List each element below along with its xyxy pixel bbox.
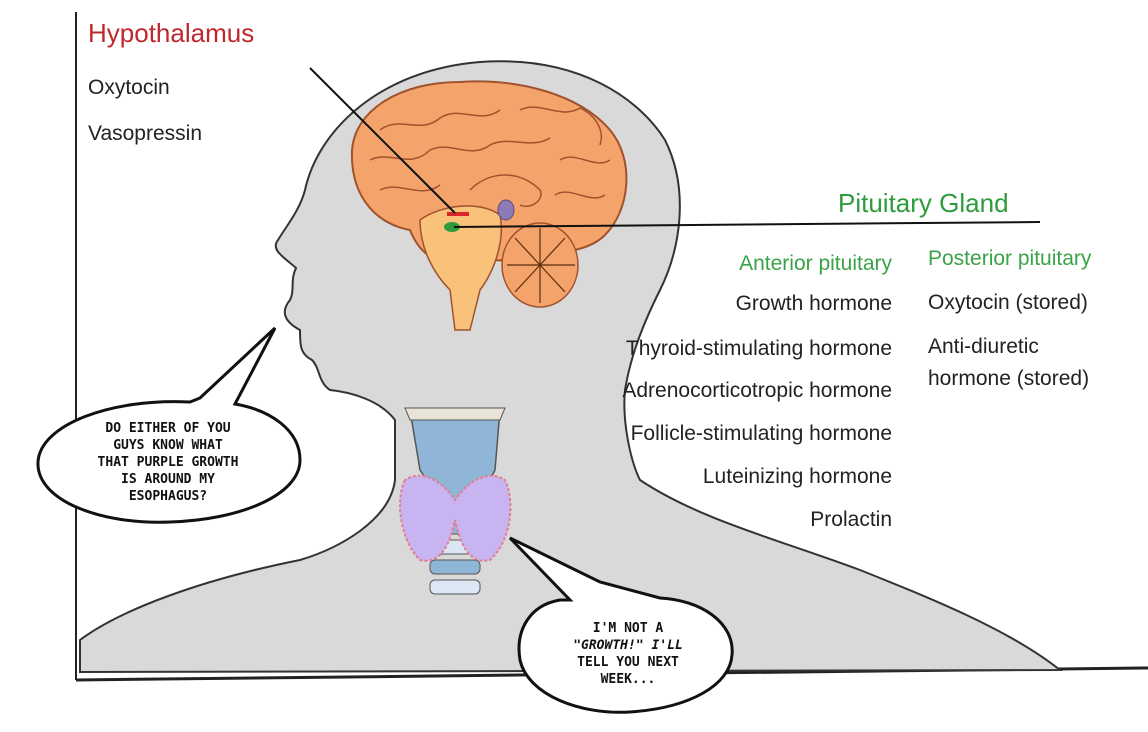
hypothalamus-hormone-oxytocin: Oxytocin	[88, 76, 170, 100]
hypothalamus-title: Hypothalamus	[88, 18, 254, 49]
posterior-hormone-item: hormone (stored)	[928, 364, 1089, 394]
bubble-line: "GROWTH!" I'LL	[528, 637, 728, 654]
bubble-line: ESOPHAGUS?	[48, 488, 288, 505]
bubble-line: DO EITHER OF YOU	[48, 420, 288, 437]
anterior-pituitary-heading: Anterior pituitary	[739, 252, 892, 276]
posterior-hormone-item: Anti-diuretic	[928, 332, 1039, 362]
pineal-gland	[498, 200, 514, 220]
bubble-line: THAT PURPLE GROWTH	[48, 454, 288, 471]
bubble-line: IS AROUND MY	[48, 471, 288, 488]
posterior-hormone-item: Oxytocin (stored)	[928, 288, 1088, 318]
anterior-hormone-item: Prolactin	[810, 508, 892, 532]
anterior-hormone-item: Adrenocorticotropic hormone	[622, 379, 892, 403]
anterior-hormone-item: Growth hormone	[736, 292, 892, 316]
speech-bubble-left-text: DO EITHER OF YOU GUYS KNOW WHAT THAT PUR…	[48, 420, 288, 505]
bubble-line: TELL YOU NEXT	[528, 654, 728, 671]
bubble-line: GUYS KNOW WHAT	[48, 437, 288, 454]
anterior-hormone-item: Luteinizing hormone	[703, 465, 892, 489]
speech-bubble-right-text: I'M NOT A "GROWTH!" I'LL TELL YOU NEXT W…	[528, 620, 728, 688]
bubble-line: WEEK...	[528, 671, 728, 688]
anterior-hormone-item: Follicle-stimulating hormone	[631, 422, 892, 446]
cerebellum	[502, 223, 578, 307]
bubble-line: I'M NOT A	[528, 620, 728, 637]
posterior-pituitary-heading: Posterior pituitary	[928, 247, 1091, 271]
anterior-hormone-item: Thyroid-stimulating hormone	[626, 337, 892, 361]
hypothalamus-marker	[447, 212, 469, 216]
pituitary-title: Pituitary Gland	[838, 188, 1009, 219]
hypothalamus-hormone-vasopressin: Vasopressin	[88, 122, 202, 146]
